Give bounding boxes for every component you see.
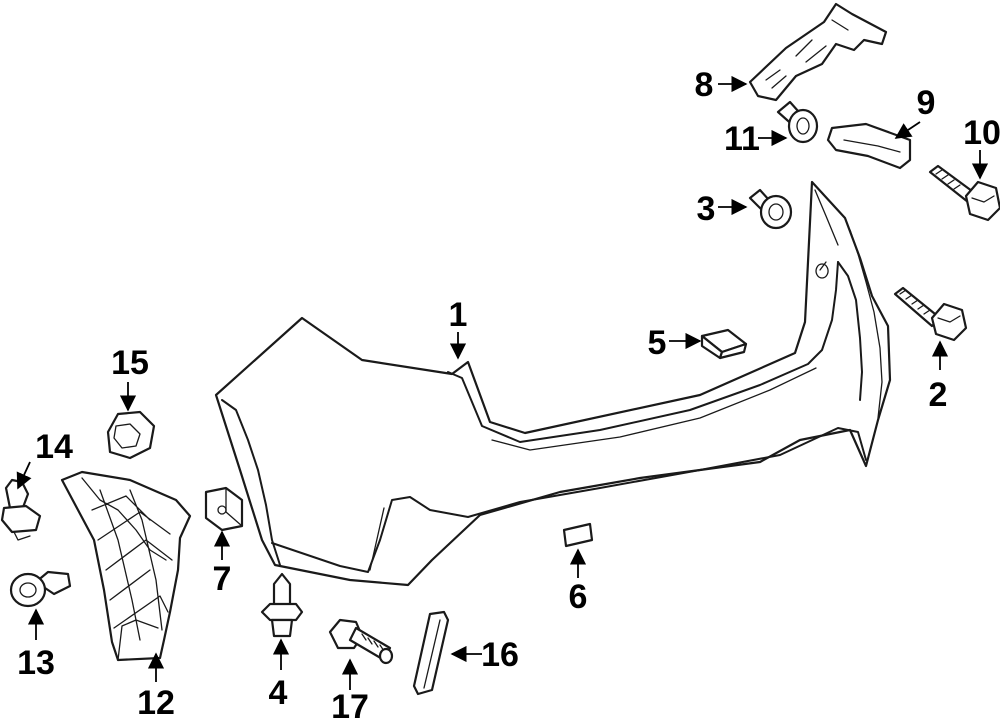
- callout-11: 11: [724, 120, 760, 158]
- bracket-8[interactable]: [748, 2, 888, 102]
- callout-12: 12: [137, 684, 175, 722]
- callout-17: 17: [331, 688, 369, 724]
- bracket-9[interactable]: [826, 122, 912, 170]
- nut-15[interactable]: [106, 410, 156, 460]
- label-6[interactable]: [562, 522, 594, 548]
- clip-14[interactable]: [0, 478, 42, 541]
- callout-1: 1: [449, 296, 468, 334]
- push-clip-13[interactable]: [9, 570, 72, 608]
- callout-15: 15: [111, 344, 149, 382]
- pin-clip-4[interactable]: [260, 572, 304, 638]
- callout-6: 6: [569, 578, 588, 616]
- side-bracket-12[interactable]: [60, 470, 192, 662]
- callout-5: 5: [648, 324, 667, 362]
- callout-7: 7: [213, 560, 232, 598]
- callout-4: 4: [269, 674, 288, 712]
- clip-3[interactable]: [748, 188, 793, 230]
- callout-14: 14: [35, 428, 73, 466]
- callout-8: 8: [695, 66, 714, 104]
- callout-10: 10: [963, 114, 1000, 152]
- strip-16[interactable]: [412, 610, 450, 696]
- bumper-cover[interactable]: [214, 180, 892, 587]
- bolt-2[interactable]: [893, 286, 968, 342]
- pad-5[interactable]: [700, 328, 748, 360]
- bolt-10[interactable]: [928, 164, 1000, 222]
- callout-2: 2: [929, 376, 948, 414]
- callout-9: 9: [917, 84, 936, 122]
- callout-16: 16: [481, 636, 519, 674]
- leader-lines: [16, 75, 989, 690]
- callout-labels: 1 2 3 4 5 6 7 8 9 10 11 12 13 14 15 16 1…: [17, 66, 1000, 724]
- clip-11[interactable]: [776, 100, 819, 144]
- callout-3: 3: [697, 190, 716, 228]
- bolt-17[interactable]: [328, 618, 394, 665]
- retainer-7[interactable]: [204, 486, 244, 532]
- callout-13: 13: [17, 644, 55, 682]
